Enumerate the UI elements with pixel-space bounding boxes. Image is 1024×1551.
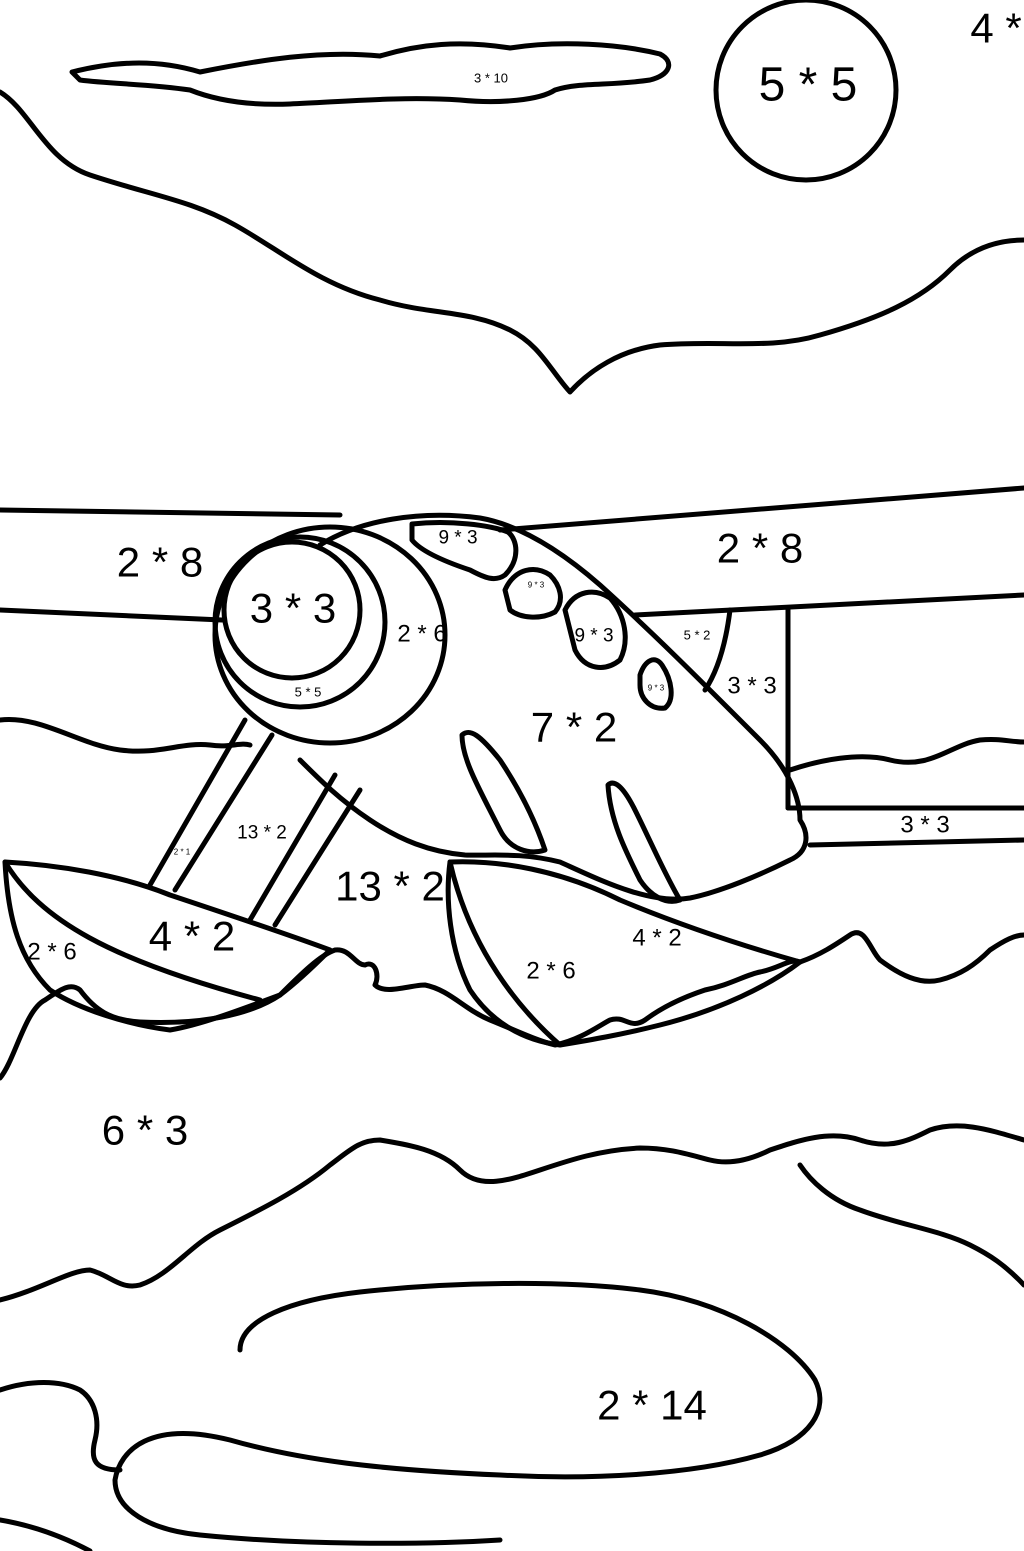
wave-line-middle	[0, 1123, 1024, 1303]
window-top-label: 9 * 3	[438, 528, 477, 549]
water-lower-label: 2 * 14	[597, 1382, 707, 1429]
engine-ring-label: 2 * 6	[397, 621, 446, 648]
wave-bottom-left	[0, 1380, 123, 1473]
horizon-left	[0, 716, 253, 754]
wing-bottom-edge	[0, 607, 225, 623]
float-right-seam	[447, 859, 563, 1048]
wing-fairing-label: 5 * 2	[684, 628, 711, 643]
float-left-top-label: 4 * 2	[149, 913, 235, 960]
water-upper-label: 6 * 3	[102, 1107, 188, 1154]
float-right	[445, 859, 803, 1048]
fuselage-label: 7 * 2	[531, 704, 617, 751]
wing-right-label: 2 * 8	[717, 525, 803, 572]
wave-band-right	[797, 1162, 1024, 1288]
small-cloud-label: 3 * 10	[474, 71, 508, 86]
strut-right	[247, 772, 363, 928]
sky-between-label: 13 * 2	[335, 863, 445, 910]
window-mid-label: 9 * 3	[574, 626, 613, 647]
wave-line-upper	[0, 930, 1024, 1081]
top-cloud-outline	[0, 89, 1024, 395]
fuselage-fin-right	[605, 780, 683, 904]
wave-bottom-edge	[0, 1517, 93, 1551]
float-right-bottom-label: 2 * 6	[526, 958, 575, 985]
wing-fairing	[702, 607, 733, 693]
wing-left-label: 2 * 8	[117, 539, 203, 586]
window-small-label: 9 * 3	[528, 581, 545, 590]
float-left-seam	[2, 859, 263, 1003]
wave-ellipse	[112, 1280, 823, 1546]
tail-bar-lower	[807, 837, 1024, 848]
sun-circle	[713, 0, 899, 183]
strut-tiny-label: 2 * 1	[174, 848, 191, 857]
corner-partial-label: 4 *	[970, 5, 1021, 52]
engine-front	[221, 539, 363, 681]
window-right-label: 9 * 3	[648, 684, 665, 693]
fuselage-fin-left	[459, 729, 548, 855]
float-left-tip-label: 2 * 6	[27, 939, 76, 966]
window-mid	[562, 589, 628, 670]
strut-left-label: 13 * 2	[237, 823, 287, 844]
strut-left	[147, 717, 275, 893]
wing-top-edge-right	[497, 485, 1024, 533]
float-right-top-label: 4 * 2	[632, 925, 681, 952]
window-small	[502, 567, 563, 620]
engine-front-label: 3 * 3	[250, 585, 336, 632]
horizon-right	[787, 736, 1024, 773]
engine-ring	[212, 534, 388, 710]
small-cloud-outline	[69, 41, 672, 107]
wing-top-edge	[0, 507, 343, 518]
wing-strut-right-label: 3 * 3	[727, 673, 776, 700]
wing-bottom-edge-right	[632, 592, 1024, 618]
window-right	[637, 657, 674, 711]
sun-label: 5 * 5	[759, 59, 858, 112]
tail-bar-label: 3 * 3	[900, 812, 949, 839]
fuselage-outline	[297, 512, 809, 902]
engine-bottom-label: 5 * 5	[295, 685, 322, 700]
window-top	[409, 520, 519, 582]
